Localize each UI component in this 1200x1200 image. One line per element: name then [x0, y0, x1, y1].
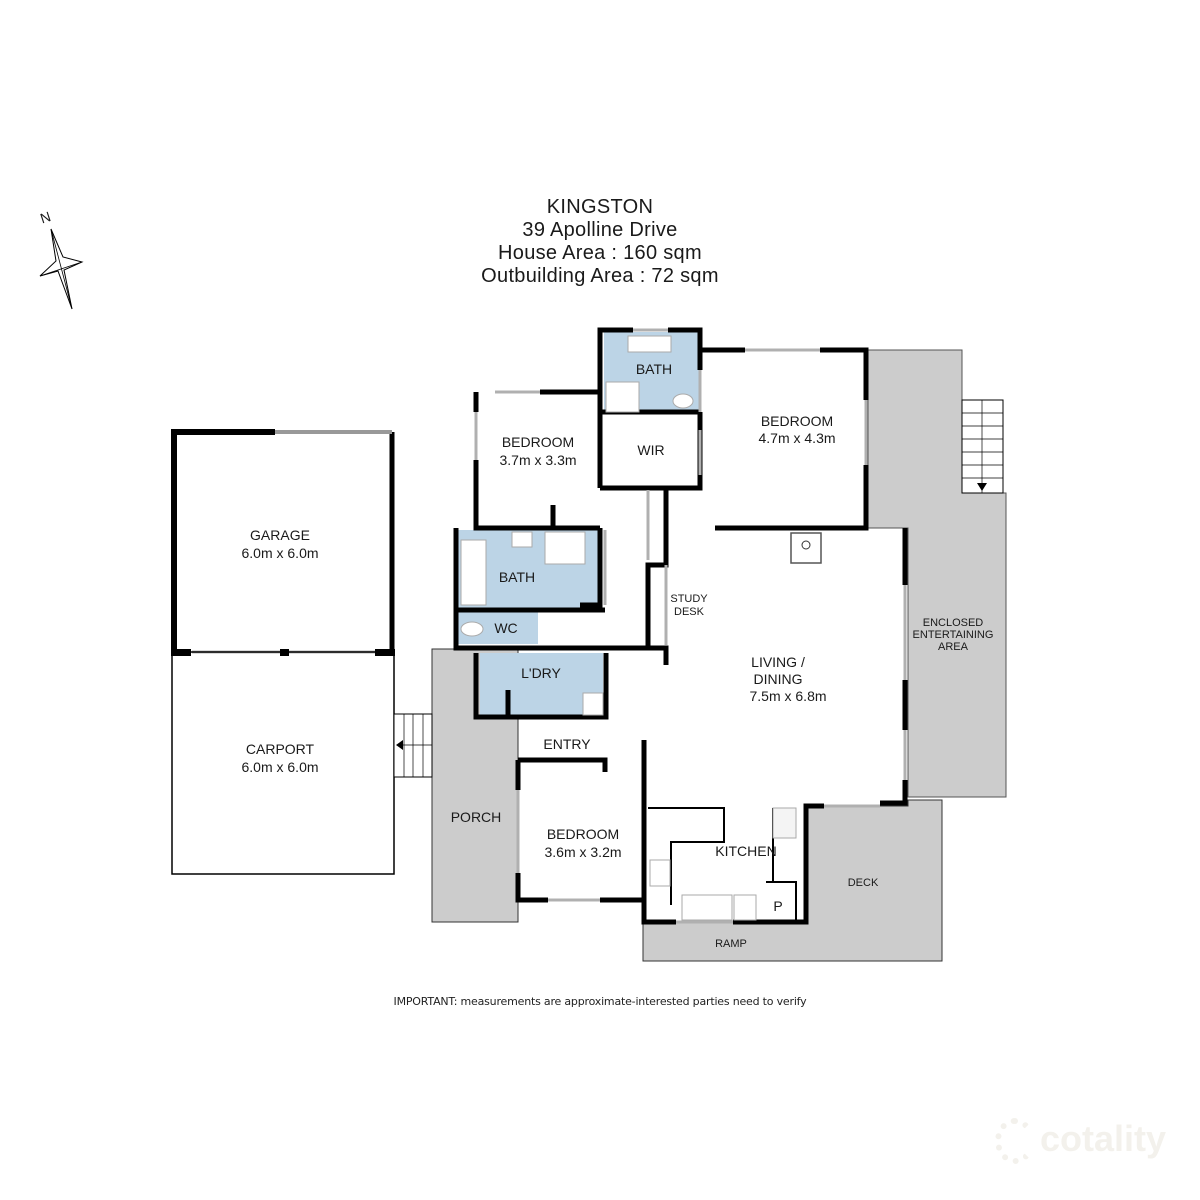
room-labels: GARAGE 6.0m x 6.0m CARPORT 6.0m x 6.0m B… — [241, 361, 993, 950]
living-size: 7.5m x 6.8m — [749, 688, 826, 704]
bedroom-sw-label: BEDROOM — [547, 826, 619, 842]
plan-header: KINGSTON 39 Apolline Drive House Area : … — [0, 196, 1200, 288]
bedroom-master-size: 4.7m x 4.3m — [758, 430, 835, 446]
carport-label: CARPORT — [246, 741, 315, 757]
address-line: 39 Apolline Drive — [522, 219, 678, 241]
entertaining-area — [867, 349, 1007, 798]
bedroom-master-label: BEDROOM — [761, 413, 833, 429]
entertaining-label-1: ENCLOSED — [923, 617, 984, 629]
outbuilding-area: Outbuilding Area : 72 sqm — [481, 265, 719, 287]
kitchen-label: KITCHEN — [715, 843, 776, 859]
entry-label: ENTRY — [543, 736, 591, 752]
wc-label: WC — [494, 620, 517, 636]
desk-label: DESK — [674, 606, 705, 618]
bath-main-label: BATH — [499, 569, 535, 585]
windows — [474, 328, 907, 924]
entertaining-label-2: ENTERTAINING — [913, 629, 994, 641]
dining-label: DINING — [754, 671, 803, 687]
pantry-label: P — [773, 898, 782, 914]
bath-fixtures — [460, 335, 694, 716]
living-label: LIVING / — [751, 654, 805, 670]
laundry-label: L'DRY — [521, 665, 561, 681]
bedroom-nw-size: 3.7m x 3.3m — [499, 452, 576, 468]
garage-label: GARAGE — [250, 527, 310, 543]
deck-label: DECK — [848, 877, 879, 889]
ramp-label: RAMP — [715, 938, 747, 950]
porch-label: PORCH — [451, 809, 502, 825]
brand-wordmark: cotality — [1040, 1118, 1167, 1159]
house-walls — [453, 327, 908, 925]
ensuite-label: BATH — [636, 361, 672, 377]
bedroom-nw-label: BEDROOM — [502, 434, 574, 450]
brand-logo-icon — [995, 1118, 1035, 1164]
disclaimer-text: IMPORTANT: measurements are approximate-… — [393, 995, 807, 1008]
wir-label: WIR — [637, 442, 664, 458]
carport — [171, 651, 433, 875]
fireplace-icon — [790, 532, 822, 564]
house-area: House Area : 160 sqm — [498, 242, 702, 264]
stairs-entertaining — [961, 399, 1004, 494]
kitchen-layout — [648, 807, 797, 922]
bedroom-sw-size: 3.6m x 3.2m — [544, 844, 621, 860]
stairs-carport — [393, 713, 433, 778]
carport-size: 6.0m x 6.0m — [241, 759, 318, 775]
garage — [171, 429, 395, 656]
entertaining-label-3: AREA — [938, 641, 969, 653]
suburb-title: KINGSTON — [546, 196, 654, 218]
north-arrow-icon: N — [38, 208, 84, 310]
study-label: STUDY — [670, 593, 708, 605]
compass-n-label: N — [38, 208, 53, 226]
garage-size: 6.0m x 6.0m — [241, 545, 318, 561]
